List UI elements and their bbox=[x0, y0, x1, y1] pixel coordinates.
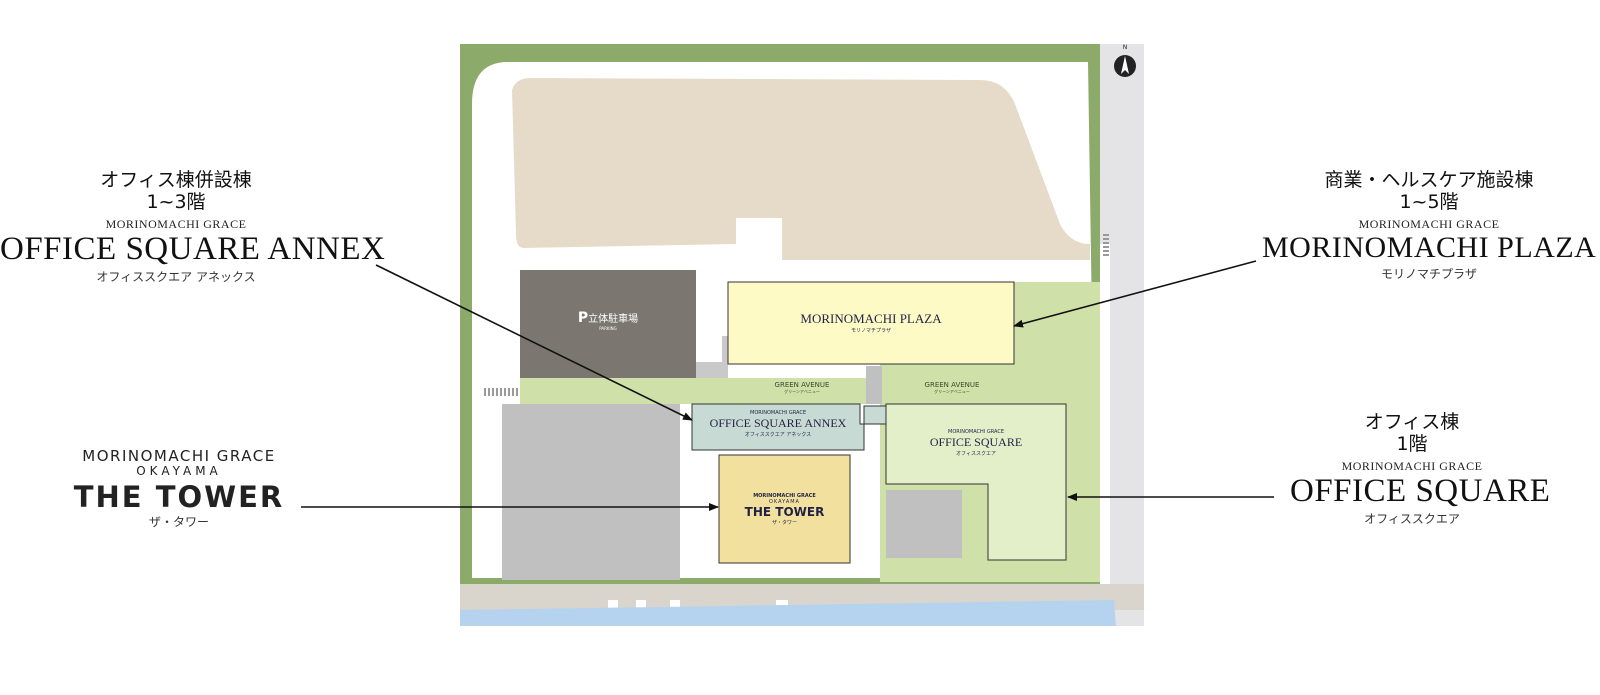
lot-right bbox=[886, 490, 962, 558]
parking-label: P立体駐車場 PARKING bbox=[520, 310, 696, 331]
plaza-jp-title: 商業・ヘルスケア施設棟 bbox=[1324, 169, 1534, 191]
office-jp-title: オフィス棟 bbox=[1364, 411, 1460, 433]
river bbox=[460, 600, 1116, 626]
annex-jp-title: オフィス棟併設棟 bbox=[100, 169, 252, 191]
callout-office: オフィス棟 1階 MORINOMACHI GRACE OFFICE SQUARE… bbox=[1290, 411, 1551, 527]
annex-name: OFFICE SQUARE ANNEX bbox=[0, 231, 386, 268]
office-floors: 1階 bbox=[1396, 432, 1428, 455]
sand-inner bbox=[520, 90, 1056, 240]
office-brand: MORINOMACHI GRACE bbox=[1341, 458, 1483, 473]
plaza-kana: モリノマチプラザ bbox=[1380, 266, 1477, 281]
office-building bbox=[885, 403, 1067, 561]
tower-map-label: MORINOMACHI GRACE OKAYAMA THE TOWER ザ・タワ… bbox=[744, 493, 825, 526]
callout-annex: オフィス棟併設棟 1~3階 MORINOMACHI GRACE OFFICE S… bbox=[0, 169, 386, 285]
avenue-left-label: GREEN AVENUE グリーンアベニュー bbox=[774, 381, 830, 394]
office-name: OFFICE SQUARE bbox=[1290, 473, 1551, 510]
tower-name: THE TOWER bbox=[73, 480, 285, 515]
lawn-main bbox=[520, 378, 922, 404]
site-map-drawing bbox=[460, 44, 1144, 626]
steps bbox=[696, 336, 728, 378]
office-kana: オフィススクエア bbox=[1364, 512, 1460, 527]
annex-map-label: MORINOMACHI GRACE OFFICE SQUARE ANNEX オフ… bbox=[709, 410, 847, 438]
callout-plaza: 商業・ヘルスケア施設棟 1~5階 MORINOMACHI GRACE MORIN… bbox=[1262, 169, 1597, 282]
walkway bbox=[866, 366, 882, 404]
plaza-brand: MORINOMACHI GRACE bbox=[1358, 216, 1500, 231]
north-label: N bbox=[1122, 44, 1128, 51]
crosswalk-east bbox=[1103, 234, 1109, 256]
site-map: N P立体駐車場 PARKING MORINOMACHI PLAZA モリノマチ… bbox=[460, 44, 1144, 626]
tower-building bbox=[718, 454, 851, 564]
annex-brand: MORINOMACHI GRACE bbox=[105, 216, 247, 231]
parking-jp: 立体駐車場 bbox=[588, 314, 639, 325]
tower-brand: MORINOMACHI GRACE bbox=[82, 447, 276, 465]
tower-city: OKAYAMA bbox=[136, 464, 222, 479]
office-map-label: MORINOMACHI GRACE OFFICE SQUARE オフィススクエア bbox=[929, 429, 1023, 457]
tower-kana: ザ・タワー bbox=[148, 515, 209, 530]
plaza-floors: 1~5階 bbox=[1399, 190, 1459, 213]
lot-left bbox=[502, 404, 680, 580]
annex-kana: オフィススクエア アネックス bbox=[96, 270, 256, 285]
parking-en: PARKING bbox=[599, 326, 617, 331]
crosswalk-west bbox=[484, 388, 518, 396]
annex-floors: 1~3階 bbox=[146, 190, 206, 213]
plaza-building bbox=[727, 281, 1015, 365]
parking-p: P bbox=[577, 310, 589, 326]
avenue-right-label: GREEN AVENUE グリーンアベニュー bbox=[924, 381, 980, 394]
plaza-map-label: MORINOMACHI PLAZA モリノマチプラザ bbox=[800, 311, 942, 334]
east-road-edge bbox=[1100, 244, 1110, 584]
callout-tower: MORINOMACHI GRACE OKAYAMA THE TOWER ザ・タワ… bbox=[70, 447, 288, 530]
plaza-name: MORINOMACHI PLAZA bbox=[1262, 231, 1597, 265]
